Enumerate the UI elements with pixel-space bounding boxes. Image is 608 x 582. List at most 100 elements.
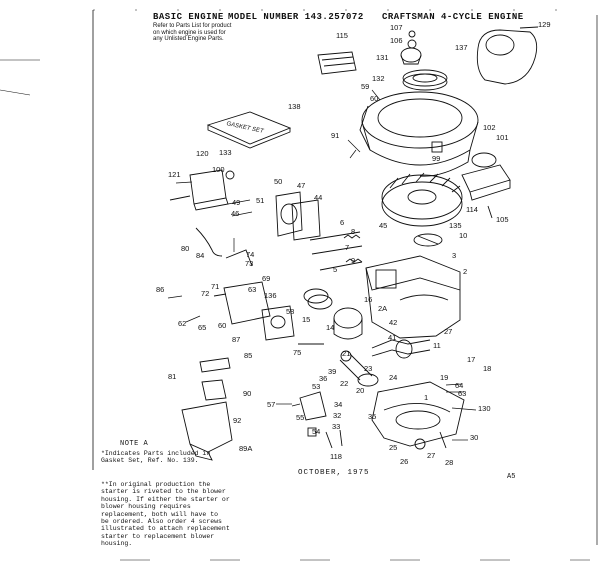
part-label: 14 [326,323,334,332]
part-label: 100 [212,165,225,174]
part-label: 3 [452,251,456,260]
part-label: 39 [328,367,336,376]
part-label: 72 [201,289,209,298]
part-label: 23 [364,364,372,373]
part-label: 35 [368,412,376,421]
part-label: 51 [256,196,264,205]
part-label: 57 [267,400,275,409]
part-label: 115 [336,31,348,40]
part-label: 17 [467,355,475,364]
header-brand: CRAFTSMAN 4-CYCLE ENGINE [382,12,524,22]
part-label: 30 [470,433,478,442]
page-code: A5 [507,473,516,481]
part-label: 46 [231,209,239,218]
part-label: 34 [334,400,342,409]
part-label: 28 [445,458,453,467]
gasket-set-package-drawing [206,111,292,149]
part-label: 63 [458,389,466,398]
part-label: 138 [288,102,301,111]
part-label: 25 [389,443,397,452]
part-label: 73 [245,259,253,268]
fuel-tank-bracket-drawing [181,357,233,461]
part-label: 69 [262,274,270,283]
part-label: 133 [219,148,232,157]
part-label: 59 [361,82,369,91]
part-label: 121 [168,170,181,179]
part-label: 135 [449,221,462,230]
connecting-rod-drawing [339,350,379,387]
part-label: 80 [181,244,189,253]
part-label: 129 [538,20,551,29]
part-label: 6 [340,218,344,227]
header-model-number: MODEL NUMBER 143.257072 [228,12,364,22]
screen-drawing [317,51,357,75]
flywheel-key-drawing [413,233,443,247]
part-label: 63 [248,285,256,294]
part-label: 131 [376,53,389,62]
gasket-set-indicator-note: *Indicates Parts included in Gasket Set,… [101,450,211,465]
part-label: 60 [370,94,378,103]
part-label: 18 [483,364,491,373]
part-label: 26 [400,457,408,466]
part-label: 24 [389,373,397,382]
part-label: 84 [196,251,204,260]
part-label: 55 [296,413,304,422]
part-label: 91 [331,131,339,140]
part-label: 102 [483,123,496,132]
part-label: 49 [232,198,240,207]
part-label: 60 [218,321,226,330]
part-label: 11 [433,341,441,350]
note-a-label: NOTE A [120,440,149,448]
part-label: 64 [455,381,463,390]
part-label: 41 [388,333,396,342]
part-label: 71 [211,282,219,291]
part-label: 65 [198,323,206,332]
part-label: 10 [459,231,467,240]
part-label: 136 [264,291,277,300]
part-label: 2 [463,267,467,276]
part-label: 47 [297,181,305,190]
original-production-note: **In original production the starter is … [101,481,230,548]
part-label: 20 [356,386,364,395]
part-label: 132 [372,74,385,83]
rewind-starter-drawing [476,26,539,85]
cylinder-head-drawing [275,191,321,241]
part-label: 22 [340,379,348,388]
blower-housing-drawing [359,91,479,177]
part-label: 120 [196,149,209,158]
part-label: 33 [332,422,340,431]
part-label: 114 [466,205,478,214]
part-label: 36 [319,374,327,383]
cylinder-block-drawing [365,255,461,339]
part-label: 19 [440,373,448,382]
screws-drawing [167,89,477,441]
part-label: 1 [424,393,428,402]
part-label: 50 [274,177,282,186]
scan-mark-left [0,59,40,96]
part-label: 81 [168,372,176,381]
part-label: 130 [478,404,491,413]
part-label: 137 [455,43,468,52]
breather-drawing [291,391,343,449]
refer-parts-list-note: Refer to Parts List for product on which… [153,23,232,42]
part-label: 2A [378,304,387,313]
part-label: 58 [286,307,294,316]
part-label: 118 [330,452,342,461]
part-label: 9 [351,256,355,265]
part-label: 90 [243,389,251,398]
part-label: 53 [312,382,320,391]
part-label: 74 [246,250,254,259]
part-label: 27 [444,327,452,336]
part-label: 21 [342,349,350,358]
muffler-drawing [169,169,235,211]
sump-cover-drawing [371,381,465,450]
part-label: 87 [232,335,240,344]
crankshaft-drawing [371,339,431,359]
part-label: 16 [364,295,372,304]
carburetor-drawing [213,281,295,341]
valve-assembly-drawing [309,231,363,271]
part-label: 89A [239,444,252,453]
part-label: 15 [302,315,310,324]
